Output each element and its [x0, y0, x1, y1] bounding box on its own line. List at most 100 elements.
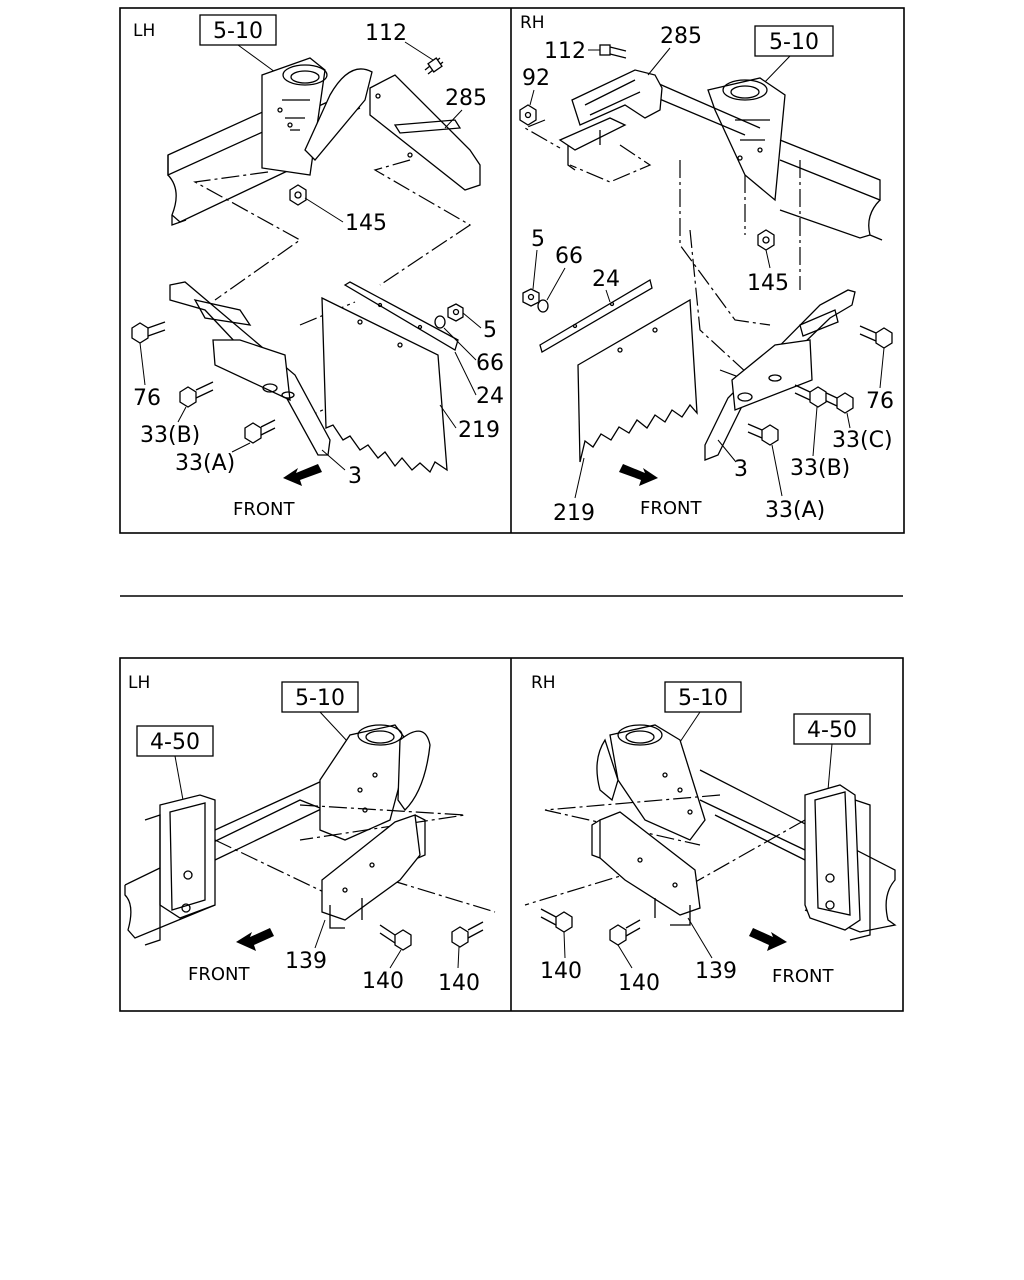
spring-bracket	[707, 77, 786, 202]
leader	[532, 249, 538, 290]
nut-92	[519, 104, 537, 126]
leader	[462, 312, 482, 329]
leader	[717, 439, 737, 463]
bracket-285	[369, 74, 481, 191]
part-label-145: 145	[747, 271, 789, 296]
side-label-rh: RH	[520, 13, 545, 33]
part-label-66: 66	[555, 244, 583, 269]
leader	[237, 44, 276, 73]
part-label-24: 24	[476, 384, 504, 409]
bolt-33a	[244, 419, 276, 444]
side-label-rh: RH	[531, 673, 556, 693]
cross-member-4-50	[804, 784, 871, 941]
ref-box-5-10	[664, 681, 742, 713]
part-label-76: 76	[866, 389, 894, 414]
spring-bracket	[596, 724, 706, 841]
frame-rail	[699, 769, 897, 933]
leader	[139, 342, 146, 386]
bolt-140	[540, 908, 573, 933]
strip-24	[343, 281, 459, 351]
leader	[679, 711, 701, 743]
bolt-140	[451, 921, 484, 948]
part-label-3: 3	[734, 457, 748, 482]
front-arrow-icon	[749, 928, 787, 951]
part-label-140: 140	[362, 969, 404, 994]
part-label-219: 219	[553, 501, 595, 526]
bolt-140	[609, 919, 641, 946]
leader	[304, 197, 344, 223]
nut-5	[522, 288, 540, 307]
part-label-24: 24	[592, 267, 620, 292]
side-label-lh: LH	[128, 673, 150, 693]
front-label: FRONT	[640, 498, 702, 519]
part-label-112: 112	[544, 39, 586, 64]
washer-66	[434, 315, 446, 329]
bolt-33a	[747, 423, 779, 446]
mudguard-bracket-3	[169, 281, 331, 456]
part-label-285: 285	[660, 24, 702, 49]
spring-bracket	[319, 724, 431, 841]
part-label-33c: 33(C)	[832, 428, 893, 453]
leader	[457, 946, 460, 969]
front-arrow-icon	[236, 928, 274, 951]
top-frame	[119, 7, 905, 534]
ref-5-10-text: 5-10	[213, 19, 263, 44]
bolt-140	[379, 924, 412, 951]
leader	[546, 267, 566, 301]
part-label-219: 219	[458, 418, 500, 443]
ref-5-10-text: 5-10	[769, 30, 819, 55]
alignment-line	[214, 804, 496, 913]
part-label-33a: 33(A)	[765, 498, 825, 523]
bolt-112	[424, 57, 444, 75]
leader	[321, 449, 346, 471]
nut-145	[757, 229, 775, 251]
part-label-139: 139	[285, 949, 327, 974]
leader	[231, 442, 251, 453]
leader	[879, 347, 885, 389]
part-label-3: 3	[348, 464, 362, 489]
bracket-139	[321, 814, 426, 929]
leader	[439, 404, 457, 429]
bottom-diagram: LH 5-10 4-50	[119, 657, 904, 1012]
part-label-140: 140	[438, 971, 480, 996]
bottom-rh-panel: RH 5-10 4-50	[524, 673, 897, 996]
alignment-line	[689, 229, 761, 386]
bolt-112	[599, 44, 627, 59]
leader	[827, 743, 833, 791]
ref-4-50-text: 4-50	[807, 718, 857, 743]
top-diagram: LH 5-10	[119, 7, 905, 534]
part-label-92: 92	[522, 66, 550, 91]
bolt-76	[859, 325, 893, 349]
leader	[529, 89, 535, 106]
part-label-140: 140	[618, 971, 660, 996]
washer-66	[537, 299, 549, 313]
leader	[404, 41, 434, 61]
part-label-112: 112	[365, 21, 407, 46]
mudguard-219	[321, 296, 448, 474]
part-label-145: 145	[345, 211, 387, 236]
nut-5	[447, 303, 464, 322]
leader	[574, 457, 585, 499]
leader	[687, 917, 713, 959]
leader	[605, 289, 611, 303]
ref-4-50-text: 4-50	[150, 730, 200, 755]
alignment-line	[524, 794, 806, 906]
bottom-lh-panel: LH 5-10 4-50	[124, 673, 496, 996]
alignment-line	[679, 160, 771, 326]
alignment-line	[523, 119, 652, 183]
leader	[765, 249, 771, 269]
leader	[444, 109, 463, 129]
bolt-33b	[179, 381, 214, 408]
front-arrow-icon	[283, 464, 322, 486]
part-label-33b: 33(B)	[140, 423, 200, 448]
cross-member-4-50	[144, 794, 216, 946]
strip-24	[539, 278, 653, 353]
leader	[177, 406, 187, 423]
alignment-line	[373, 159, 472, 286]
ref-box-5-10	[754, 25, 834, 57]
part-label-285: 285	[445, 86, 487, 111]
leader	[563, 931, 566, 959]
front-label: FRONT	[188, 964, 250, 985]
alignment-line	[744, 160, 801, 290]
leader	[846, 412, 851, 429]
